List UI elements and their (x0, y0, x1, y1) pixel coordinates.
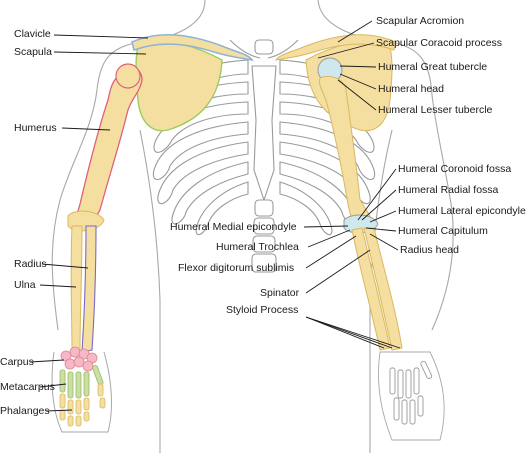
humeral-head-left (115, 63, 141, 89)
label-flexor-digitorum: Flexor digitorum sublimis (178, 262, 295, 274)
label-humeral-capitulum: Humeral Capitulum (398, 225, 488, 237)
label-humeral-trochlea: Humeral Trochlea (216, 241, 299, 253)
label-humeral-lesser-tubercle: Humeral Lesser tubercle (378, 104, 493, 116)
label-scapular-acromion: Scapular Acromion (376, 15, 465, 27)
humerus-left (75, 66, 143, 225)
label-scapula: Scapula (14, 46, 52, 58)
radius-right (351, 227, 391, 351)
label-humeral-lateral-epicondyle: Humeral Lateral epicondyle (398, 205, 526, 217)
ulna-left (70, 225, 83, 353)
label-humeral-radial-fossa: Humeral Radial fossa (398, 184, 499, 196)
label-phalanges: Phalanges (0, 405, 50, 417)
clavicle-right (274, 34, 397, 61)
label-carpus: Carpus (0, 356, 34, 368)
label-radius: Radius (14, 258, 47, 270)
label-spinator: Spinator (260, 287, 300, 299)
label-scapular-coracoid: Scapular Coracoid process (376, 37, 503, 49)
label-metacarpus: Metacarpus (0, 381, 55, 393)
clavicle-left (131, 33, 254, 62)
label-humeral-medial-epicondyle: Humeral Medial epicondyle (170, 221, 297, 233)
leader-lines (29, 20, 401, 412)
label-humeral-coronoid-fossa: Humeral Coronoid fossa (398, 163, 512, 175)
hand-left (51, 346, 112, 433)
ulna-right (363, 227, 403, 351)
label-clavicle: Clavicle (14, 28, 51, 40)
label-ulna: Ulna (14, 279, 36, 291)
hand-right (378, 351, 445, 441)
label-humerus: Humerus (14, 122, 57, 134)
label-radius-head: Radius head (400, 244, 459, 256)
label-humeral-great-tubercle: Humeral Great tubercle (378, 61, 488, 73)
radius-left (81, 225, 97, 353)
label-styloid-process: Styloid Process (226, 304, 299, 316)
label-humeral-head: Humeral head (378, 83, 444, 95)
